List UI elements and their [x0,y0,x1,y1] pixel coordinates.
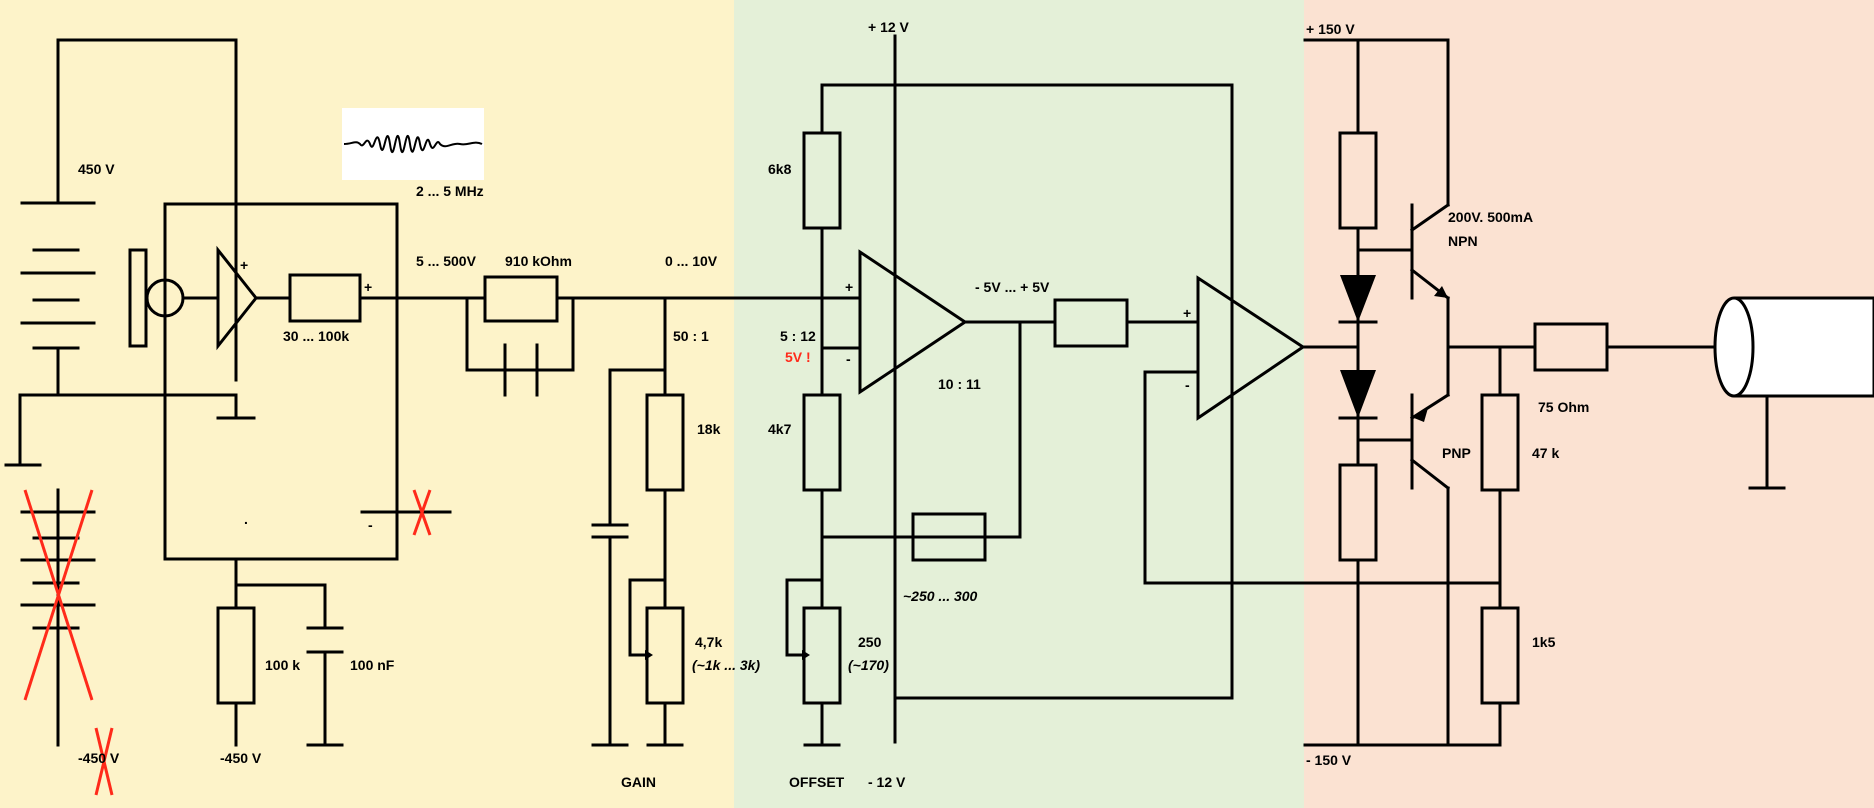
coax-cable [1734,296,1874,398]
label-pot250-val: (~170) [848,657,889,673]
coax-end [1713,296,1755,398]
label-1k5: 1k5 [1532,634,1556,650]
input-section [4,38,862,796]
label-450v: 450 V [78,161,115,177]
label-neg450-left: -450 V [78,750,120,766]
label-pnp: PNP [1442,445,1471,461]
label-30-100k: 30 ... 100k [283,328,349,344]
diode-bottom [1340,370,1376,418]
labels: 450 V 2 ... 5 MHz 30 ... 100k 5 ... 500V… [78,19,1589,790]
label-pot250: 250 [858,634,882,650]
label-150v-neg: - 150 V [1306,752,1352,768]
label-neg450-mid: -450 V [220,750,262,766]
sign-preamp-plus: + [240,257,248,273]
battery-crossed [20,488,96,747]
wire-top-left [56,38,238,382]
sign-frame-minus-right: - [368,517,373,533]
label-npn-spec: 200V. 500mA [1448,209,1533,225]
battery-450v [20,166,96,397]
amplifier-section [785,34,1502,747]
label-12v-neg: - 12 V [868,774,906,790]
label-5-500v: 5 ... 500V [416,253,477,269]
opamp-2 [1196,275,1306,421]
frame-box [163,202,399,561]
label-4k7: 4k7 [768,421,792,437]
label-75ohm: 75 Ohm [1538,399,1589,415]
label-150v-pos: + 150 V [1306,21,1355,37]
label-100k: 100 k [265,657,300,673]
label-4k7pot-range: (~1k ... 3k) [692,657,760,673]
opamp-1 [858,249,968,395]
preamp-triangle [216,245,258,351]
label-warning-5v: 5V ! [785,349,811,365]
label-gain: GAIN [621,774,656,790]
sign-r30-plus: + [364,279,372,295]
label-6k8: 6k8 [768,161,792,177]
label-4k7pot: 4,7k [695,634,722,650]
label-5-12: 5 : 12 [780,328,816,344]
label-250-300: ~250 ... 300 [903,588,978,604]
label-offset: OFFSET [789,774,845,790]
waveform-icon [343,135,483,153]
sign-opamp2-plus: + [1183,305,1191,321]
zone-output [1304,0,1874,808]
sign-opamp1-plus: + [845,279,853,295]
label-18k: 18k [697,421,721,437]
label-npn: NPN [1448,233,1478,249]
label-50-1: 50 : 1 [673,328,709,344]
label-910k: 910 kOhm [505,253,572,269]
pot-wiper-offset [802,650,810,660]
label-12v-pos: + 12 V [868,19,910,35]
diode-top [1340,275,1376,322]
rail-150v-pos [1303,38,1450,207]
sign-opamp2-minus: - [1185,377,1190,393]
sign-opamp1-minus: - [846,351,851,367]
pot-wiper-gain [645,650,653,660]
label-47k: 47 k [1532,445,1559,461]
label-10-11: 10 : 11 [938,376,981,392]
label-pm5v: - 5V ... + 5V [975,279,1050,295]
wire-cap-parallel [465,296,575,372]
label-freq: 2 ... 5 MHz [416,183,484,199]
label-0-10v: 0 ... 10V [665,253,718,269]
output-section [1301,38,1874,747]
label-100nf: 100 nF [350,657,395,673]
sign-frame-dot-left: . [244,511,248,527]
resistor-250-300 [911,512,987,562]
